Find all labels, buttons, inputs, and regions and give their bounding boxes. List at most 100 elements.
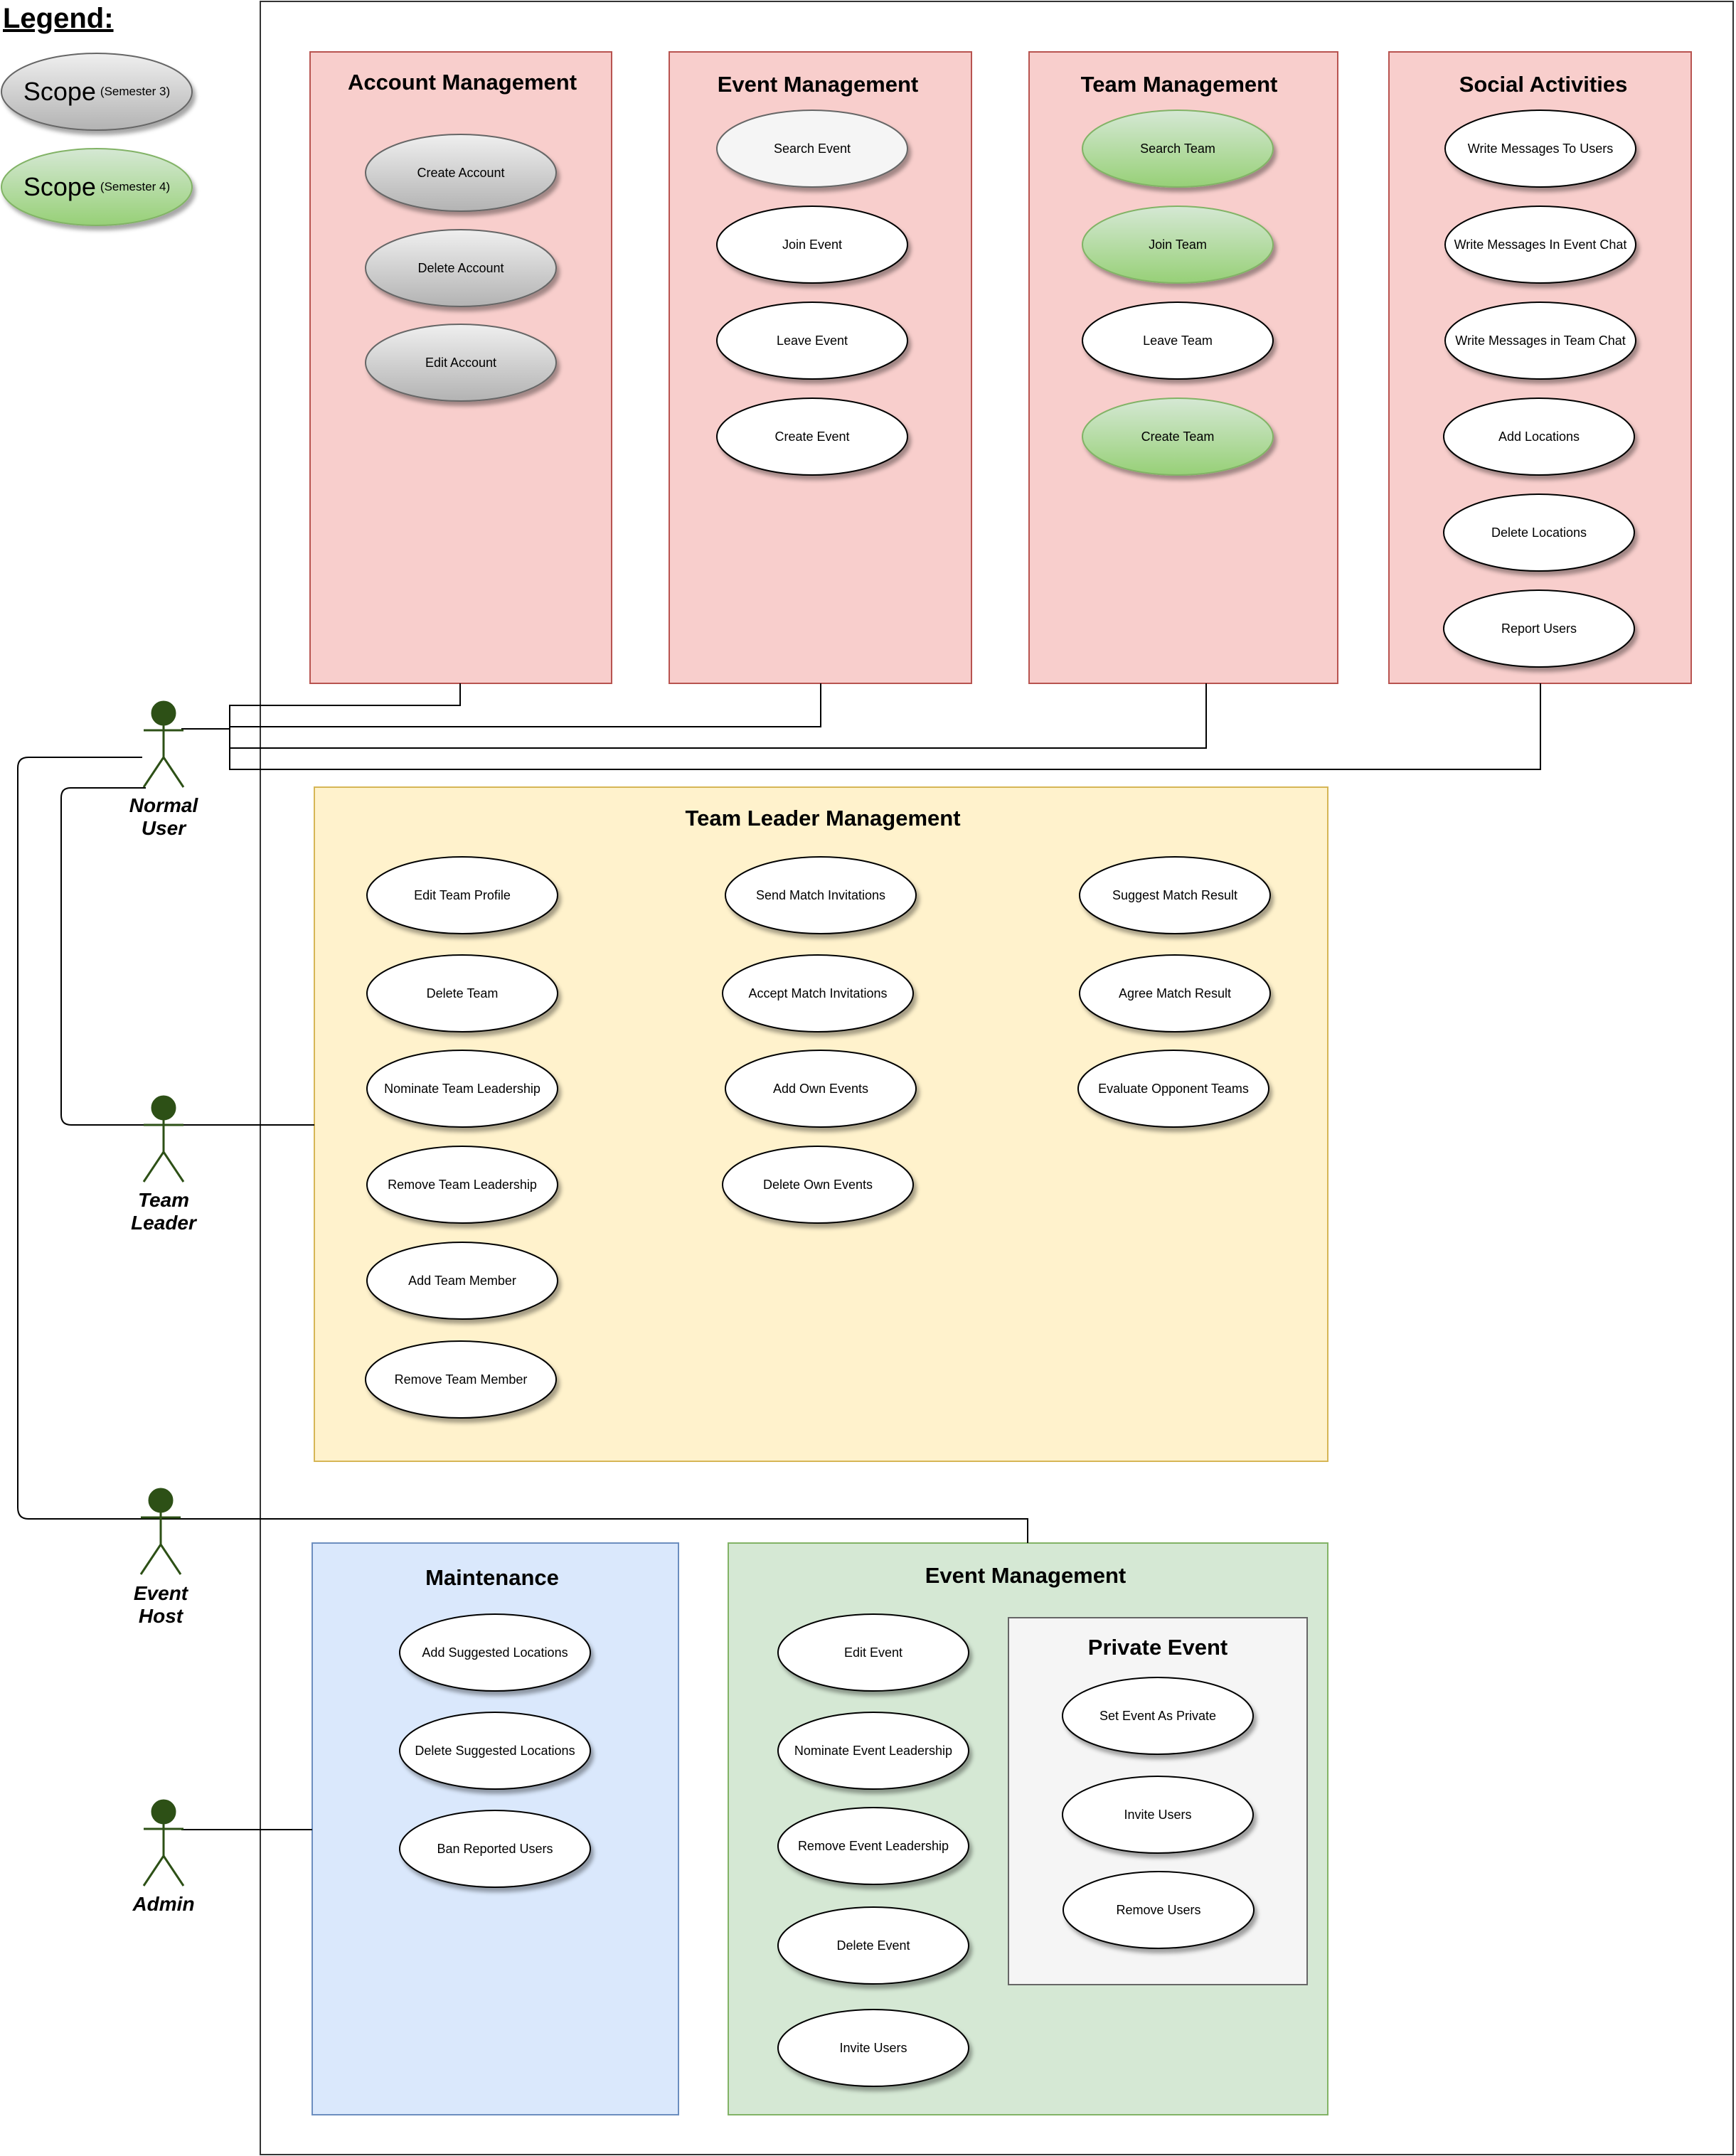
use-case-delete-team[interactable]: Delete Team [426, 986, 499, 1000]
use-case-search-team[interactable]: Search Team [1140, 141, 1215, 156]
use-case-create-account[interactable]: Create Account [417, 165, 505, 180]
use-case-suggest-match-result[interactable]: Suggest Match Result [1112, 887, 1238, 902]
use-case-remove-team-leadership[interactable]: Remove Team Leadership [388, 1177, 537, 1192]
use-case-remove-event-leadership[interactable]: Remove Event Leadership [797, 1838, 949, 1853]
use-case-ellipse-suggest-match-result[interactable] [1079, 856, 1271, 934]
use-case-ellipse-delete-own-events[interactable] [722, 1146, 914, 1224]
use-case-ellipse-search-event[interactable] [716, 110, 908, 188]
use-case-accept-match-invitations[interactable]: Accept Match Invitations [748, 986, 888, 1000]
container-title-private-event: Private Event [1087, 1635, 1228, 1660]
use-case-ellipse-write-messages-in-event-chat[interactable] [1444, 206, 1636, 284]
use-case-ban-reported-users[interactable]: Ban Reported Users [437, 1841, 553, 1856]
use-case-ellipse-accept-match-invitations[interactable] [722, 954, 914, 1032]
use-case-ellipse-add-locations[interactable] [1443, 397, 1635, 476]
use-case-remove-users[interactable]: Remove Users [1116, 1902, 1201, 1917]
use-case-delete-own-events[interactable]: Delete Own Events [762, 1177, 873, 1192]
use-case-ellipse-remove-team-member[interactable] [365, 1340, 557, 1419]
use-case-agree-match-result[interactable]: Agree Match Result [1118, 986, 1232, 1000]
use-case-delete-locations[interactable]: Delete Locations [1491, 525, 1587, 540]
use-case-ellipse-delete-team[interactable] [366, 954, 558, 1032]
use-case-ellipse-leave-team[interactable] [1082, 301, 1274, 380]
legend-semester-4-sub: (Semester 4) [100, 180, 171, 193]
container-title-team-management: Team Management [1080, 72, 1278, 97]
use-case-ellipse-search-team[interactable] [1082, 110, 1274, 188]
actor-normal-user-icon [142, 700, 185, 788]
use-case-nominate-team-leadership[interactable]: Nominate Team Leadership [384, 1081, 540, 1096]
use-case-add-suggested-locations[interactable]: Add Suggested Locations [422, 1645, 568, 1660]
use-case-join-team[interactable]: Join Team [1149, 237, 1207, 252]
use-case-ellipse-agree-match-result[interactable] [1079, 954, 1271, 1032]
association-line-5 [17, 757, 1028, 1543]
use-case-ellipse-create-event[interactable] [716, 397, 908, 476]
use-case-ellipse-invite-users[interactable] [1062, 1776, 1254, 1854]
container-title-team-leader-management: Team Leader Management [685, 806, 961, 831]
use-case-ellipse-join-event[interactable] [716, 206, 908, 284]
use-case-write-messages-in-team-chat[interactable]: Write Messages in Team Chat [1455, 333, 1626, 348]
use-case-evaluate-opponent-teams[interactable]: Evaluate Opponent Teams [1098, 1081, 1249, 1096]
use-case-ellipse-send-match-invitations[interactable] [725, 856, 917, 934]
use-case-ellipse-create-team[interactable] [1082, 397, 1274, 476]
use-case-ellipse-write-messages-to-users[interactable] [1444, 110, 1636, 188]
actor-label-admin: Admin [132, 1893, 195, 1915]
use-case-leave-team[interactable]: Leave Team [1143, 333, 1213, 348]
use-case-write-messages-in-event-chat[interactable]: Write Messages In Event Chat [1454, 237, 1627, 252]
use-case-report-users[interactable]: Report Users [1501, 621, 1577, 636]
use-case-delete-suggested-locations[interactable]: Delete Suggested Locations [415, 1743, 575, 1758]
use-case-ellipse-invite-users[interactable] [777, 2009, 969, 2087]
container-title-host-event-management: Event Management [925, 1563, 1127, 1588]
use-case-invite-users[interactable]: Invite Users [839, 2040, 907, 2055]
use-case-ellipse-add-suggested-locations[interactable] [399, 1613, 591, 1692]
use-case-ellipse-write-messages-in-team-chat[interactable] [1444, 301, 1636, 380]
use-case-ellipse-set-event-as-private[interactable] [1062, 1677, 1254, 1755]
use-case-add-locations[interactable]: Add Locations [1498, 429, 1580, 444]
use-case-invite-users[interactable]: Invite Users [1124, 1807, 1192, 1822]
use-case-ellipse-ban-reported-users[interactable] [399, 1810, 591, 1888]
use-case-add-own-events[interactable]: Add Own Events [772, 1081, 869, 1096]
use-case-edit-account[interactable]: Edit Account [425, 355, 497, 370]
use-case-add-team-member[interactable]: Add Team Member [408, 1273, 516, 1288]
use-case-ellipse-report-users[interactable] [1443, 589, 1635, 668]
use-case-ellipse-remove-team-leadership[interactable] [366, 1146, 558, 1224]
use-case-remove-team-member[interactable]: Remove Team Member [394, 1372, 528, 1387]
use-case-ellipse-delete-suggested-locations[interactable] [399, 1712, 591, 1790]
use-case-ellipse-evaluate-opponent-teams[interactable] [1077, 1050, 1269, 1128]
use-case-ellipse-remove-event-leadership[interactable] [777, 1807, 969, 1885]
use-case-ellipse-edit-account[interactable] [365, 324, 557, 402]
legend-ellipse-2 [1, 148, 193, 226]
use-case-join-event[interactable]: Join Event [782, 237, 843, 252]
actor-label-normal-user: Normal User [129, 794, 198, 839]
use-case-ellipse-add-team-member[interactable] [366, 1242, 558, 1320]
legend-semester-3-label: Scope [23, 77, 96, 106]
use-case-ellipse-edit-event[interactable] [777, 1613, 969, 1692]
use-case-ellipse-delete-account[interactable] [365, 229, 557, 307]
use-case-leave-event[interactable]: Leave Event [776, 333, 848, 348]
legend-semester-4: Scope (Semester 4) [0, 147, 193, 227]
use-case-ellipse-leave-event[interactable] [716, 301, 908, 380]
use-case-ellipse-nominate-team-leadership[interactable] [366, 1050, 558, 1128]
association-line-3 [181, 683, 1207, 749]
use-case-set-event-as-private[interactable]: Set Event As Private [1099, 1708, 1217, 1723]
use-case-ellipse-join-team[interactable] [1082, 206, 1274, 284]
use-case-ellipse-delete-event[interactable] [777, 1906, 969, 1985]
container-title-account-management: Account Management [347, 70, 577, 95]
container-title-event-management: Event Management [717, 72, 919, 97]
use-case-ellipse-create-account[interactable] [365, 134, 557, 212]
use-case-ellipse-delete-locations[interactable] [1443, 493, 1635, 572]
use-case-create-team[interactable]: Create Team [1141, 429, 1215, 444]
use-case-ellipse-nominate-event-leadership[interactable] [777, 1712, 969, 1790]
use-case-delete-account[interactable]: Delete Account [417, 260, 504, 275]
container-title-social-activities: Social Activities [1459, 72, 1628, 97]
use-case-nominate-event-leadership[interactable]: Nominate Event Leadership [794, 1743, 953, 1758]
use-case-ellipse-add-own-events[interactable] [725, 1050, 917, 1128]
use-case-search-event[interactable]: Search Event [773, 141, 851, 156]
use-case-edit-team-profile[interactable]: Edit Team Profile [414, 887, 511, 902]
legend-semester-4-label: Scope [23, 172, 96, 201]
use-case-edit-event[interactable]: Edit Event [843, 1645, 903, 1660]
use-case-ellipse-edit-team-profile[interactable] [366, 856, 558, 934]
actor-team-leader-icon [142, 1095, 185, 1183]
use-case-delete-event[interactable]: Delete Event [836, 1938, 910, 1953]
use-case-write-messages-to-users[interactable]: Write Messages To Users [1467, 141, 1614, 156]
use-case-create-event[interactable]: Create Event [774, 429, 850, 444]
use-case-send-match-invitations[interactable]: Send Match Invitations [755, 887, 886, 902]
use-case-ellipse-remove-users[interactable] [1063, 1871, 1255, 1949]
